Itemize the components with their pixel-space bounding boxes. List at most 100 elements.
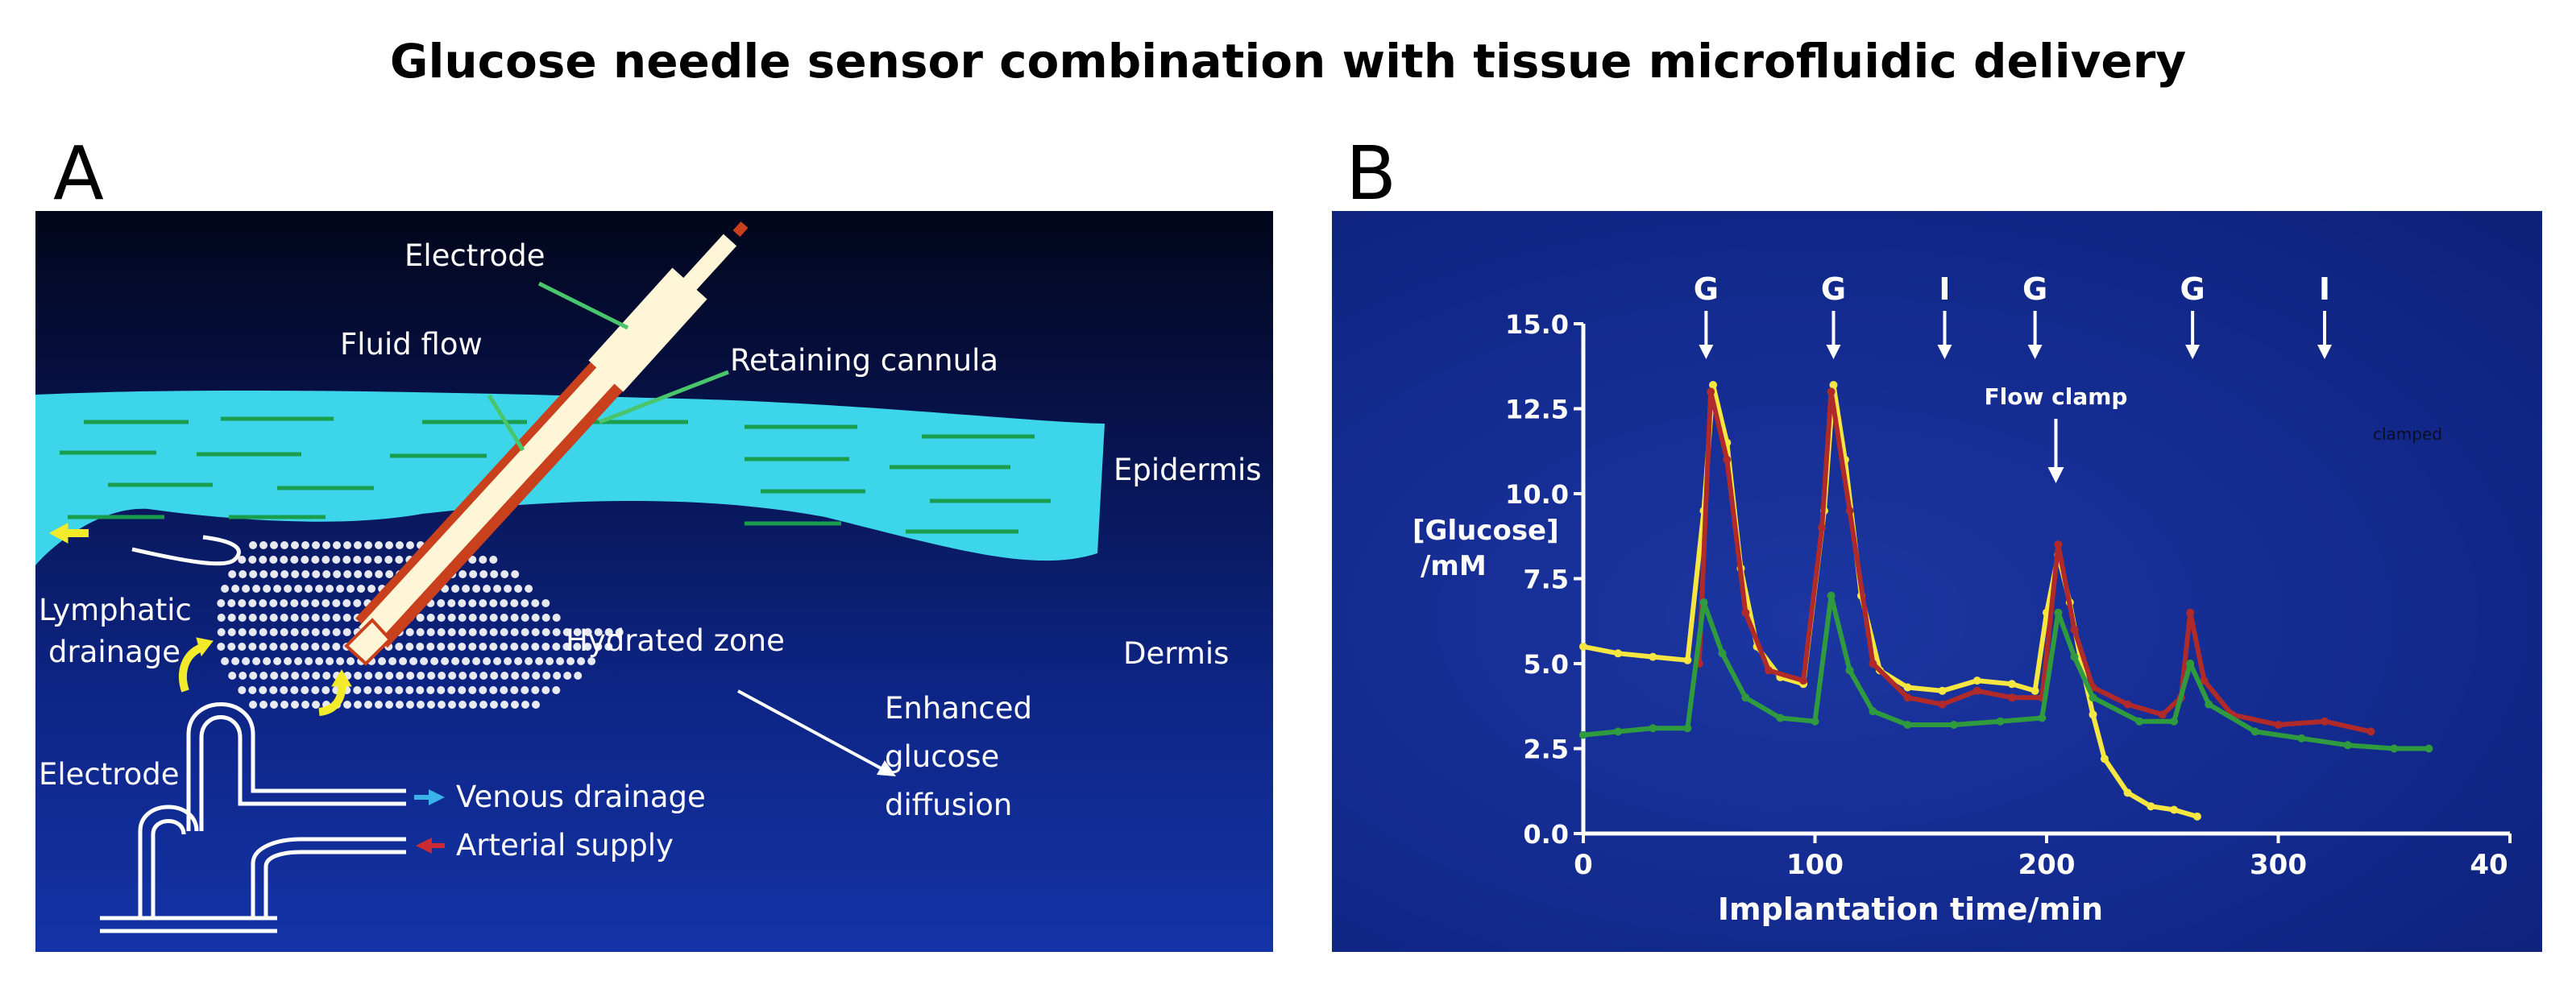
hydrated-dot (346, 585, 355, 593)
series-line-3 (1583, 593, 2429, 751)
label-dermis: Dermis (1123, 636, 1229, 671)
hydrated-dot (290, 556, 299, 564)
hydrated-dot (280, 599, 288, 607)
hydrated-dot (504, 657, 512, 665)
hydrated-dot (583, 628, 592, 636)
hydrated-dot (259, 556, 268, 564)
label-enhanced-2: glucose (885, 739, 999, 774)
hydrated-dot (248, 643, 257, 651)
hydrated-dot (269, 643, 278, 651)
hydrated-dot (269, 628, 278, 636)
hydrated-dot (532, 672, 541, 680)
hydrated-dot (587, 657, 596, 665)
hydrated-dot (238, 614, 247, 622)
injection-marker-arrowhead (2317, 345, 2332, 359)
hydrated-dot (468, 599, 477, 607)
series-point-3 (1827, 591, 1836, 600)
hydrated-dot (409, 657, 418, 665)
series-point-1 (2100, 755, 2109, 763)
injection-marker-arrowhead (2185, 345, 2201, 359)
hydrated-dot (552, 614, 561, 622)
arterial-arrow-head (416, 838, 432, 854)
electrode-pointer (537, 281, 629, 330)
lymph-arrows (48, 523, 352, 716)
injection-marker-label: I (1939, 271, 1950, 307)
series-point-3 (2205, 700, 2213, 709)
hydrated-dot (405, 643, 414, 651)
flow-clamp-arrowhead (2047, 467, 2064, 483)
hydrated-dot (238, 599, 247, 607)
hydrated-dot (259, 599, 268, 607)
series-point-2 (2070, 625, 2079, 634)
hydrated-dot (566, 657, 575, 665)
hydrated-dot (562, 628, 571, 636)
hydrated-dot (239, 672, 247, 680)
hydrated-dot (395, 556, 404, 564)
hydrated-dot (447, 643, 456, 651)
series-point-3 (1614, 727, 1623, 736)
hydrated-dot (326, 585, 334, 593)
hydrated-dot (305, 585, 313, 593)
hydrated-dot (462, 585, 471, 593)
hydrated-dot (542, 672, 551, 680)
hydrated-dot (301, 672, 310, 680)
hydrated-dot (396, 701, 404, 709)
hydrated-dot (479, 556, 487, 564)
series-point-3 (1683, 724, 1692, 733)
hydrated-dot (269, 599, 278, 607)
label-venous-drainage: Venous drainage (456, 780, 706, 814)
pointer-lines (487, 281, 729, 452)
hydrated-dot (458, 614, 467, 622)
hydrated-dot (573, 628, 582, 636)
hydrated-dot (510, 643, 519, 651)
hydrated-dot (354, 701, 362, 709)
hydrated-dot (273, 585, 282, 593)
hydrated-dot (270, 541, 278, 549)
hydrated-dot (315, 657, 324, 665)
series-point-2 (2274, 721, 2283, 729)
injection-marker-label: G (2180, 271, 2205, 307)
hydrated-dot (374, 556, 383, 564)
y-tick-label: 12.5 (1505, 395, 1569, 425)
series-point-2 (2007, 693, 2016, 702)
hydrated-dot (242, 585, 251, 593)
hydrated-dot (343, 570, 352, 578)
hydrated-dot (438, 672, 446, 680)
injection-marker-label: G (1694, 271, 1719, 307)
hydrated-dot (458, 686, 467, 694)
series-point-2 (1903, 693, 1912, 702)
hydrated-dot (217, 599, 226, 607)
y-tick-label: 7.5 (1523, 565, 1569, 595)
label-arterial-supply: Arterial supply (456, 828, 674, 863)
hydrated-dot (227, 643, 236, 651)
hydrated-dot (525, 585, 533, 593)
hydrated-dot (332, 556, 341, 564)
injection-marker-arrowhead (1937, 345, 1952, 359)
hydrated-dot (469, 570, 478, 578)
hydrated-dot (468, 628, 477, 636)
hydrated-dot (259, 541, 268, 549)
series-point-1 (1903, 683, 1912, 692)
injection-marker-label: G (2022, 271, 2047, 307)
hydrated-dot (541, 599, 550, 607)
hydrated-dot (489, 599, 498, 607)
hydrated-dot (426, 686, 435, 694)
series-point-1 (1649, 652, 1657, 661)
hydrated-dot (363, 556, 372, 564)
hydrated-dot (563, 672, 572, 680)
hydrated-dot (238, 628, 247, 636)
hydrated-dot (301, 628, 309, 636)
hydrated-dot (332, 643, 341, 651)
hydrated-dot (469, 701, 477, 709)
fluid-flow-pointer (487, 394, 525, 452)
hydrated-dot (238, 556, 247, 564)
hydrated-dot (468, 643, 477, 651)
hydrated-dot (280, 628, 288, 636)
figure-title: Glucose needle sensor combination with t… (389, 34, 2187, 89)
series-point-1 (1972, 676, 1981, 685)
hydrated-dot (321, 614, 330, 622)
hydrated-dot (447, 599, 456, 607)
arterial-vessel-outer (251, 837, 406, 920)
